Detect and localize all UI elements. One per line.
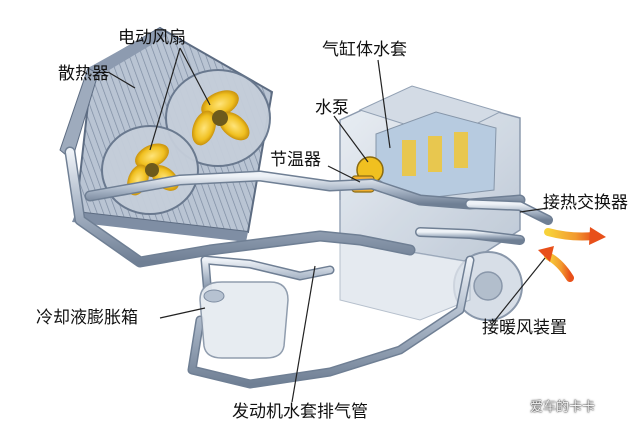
fan-assembly xyxy=(101,69,271,215)
label-radiator: 散热器 xyxy=(58,64,109,84)
label-to-heat-exchanger: 接热交换器 xyxy=(543,193,628,213)
label-expansion-tank: 冷却液膨胀箱 xyxy=(36,308,138,328)
fan-blades-upper xyxy=(191,90,250,146)
flow-arrow-heater xyxy=(538,246,574,282)
watermark: 爱车的卡卡 xyxy=(530,400,596,415)
label-to-heater: 接暖风装置 xyxy=(482,318,567,338)
expansion-tank-graphic xyxy=(199,281,289,359)
label-water-jacket: 气缸体水套 xyxy=(322,40,407,60)
label-fan: 电动风扇 xyxy=(118,28,186,48)
flow-arrow-heat-exchanger xyxy=(544,227,606,245)
coolant-pipes xyxy=(64,146,553,389)
leader-lines xyxy=(107,47,549,403)
label-exhaust-pipe: 发动机水套排气管 xyxy=(232,402,368,422)
label-thermostat: 节温器 xyxy=(270,150,321,170)
label-water-pump: 水泵 xyxy=(315,98,349,118)
